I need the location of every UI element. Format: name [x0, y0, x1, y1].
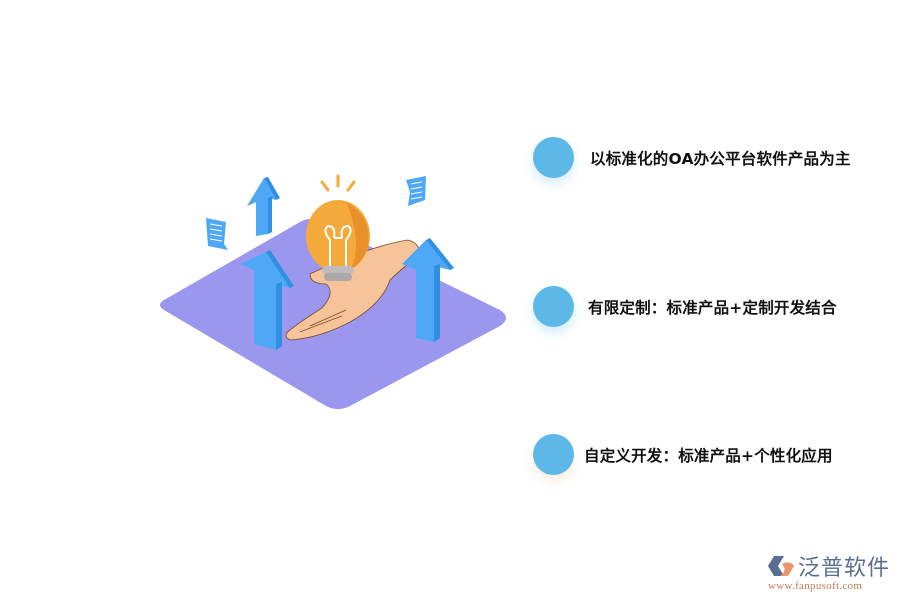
- idea-illustration: [150, 160, 520, 420]
- paper-icon: [206, 218, 228, 250]
- arrow-up-icon: [402, 238, 454, 342]
- hand-icon: [285, 239, 420, 341]
- logo-mark-icon: [768, 556, 794, 576]
- bullet-dot: [533, 137, 574, 178]
- feature-label: 自定义开发：标准产品+个性化应用: [584, 446, 833, 465]
- feature-label: 有限定制：标准产品+定制开发结合: [588, 298, 837, 317]
- feature-item: 以标准化的OA办公平台软件产品为主: [533, 137, 851, 178]
- lightbulb-icon: [306, 174, 370, 281]
- feature-item: 自定义开发：标准产品+个性化应用: [533, 434, 833, 475]
- bullet-dot: [533, 434, 574, 475]
- arrow-up-icon: [240, 250, 294, 350]
- brand-url: www.fanpusoft.com: [768, 580, 863, 592]
- paper-icon: [406, 176, 426, 206]
- brand-name: 泛普软件: [798, 556, 891, 581]
- feature-item: 有限定制：标准产品+定制开发结合: [533, 286, 837, 327]
- arrow-up-icon: [247, 177, 280, 236]
- brand-logo: 泛普软件 www.fanpusoft.com: [768, 553, 893, 593]
- bullet-dot: [533, 286, 574, 327]
- feature-label: 以标准化的OA办公平台软件产品为主: [590, 149, 851, 168]
